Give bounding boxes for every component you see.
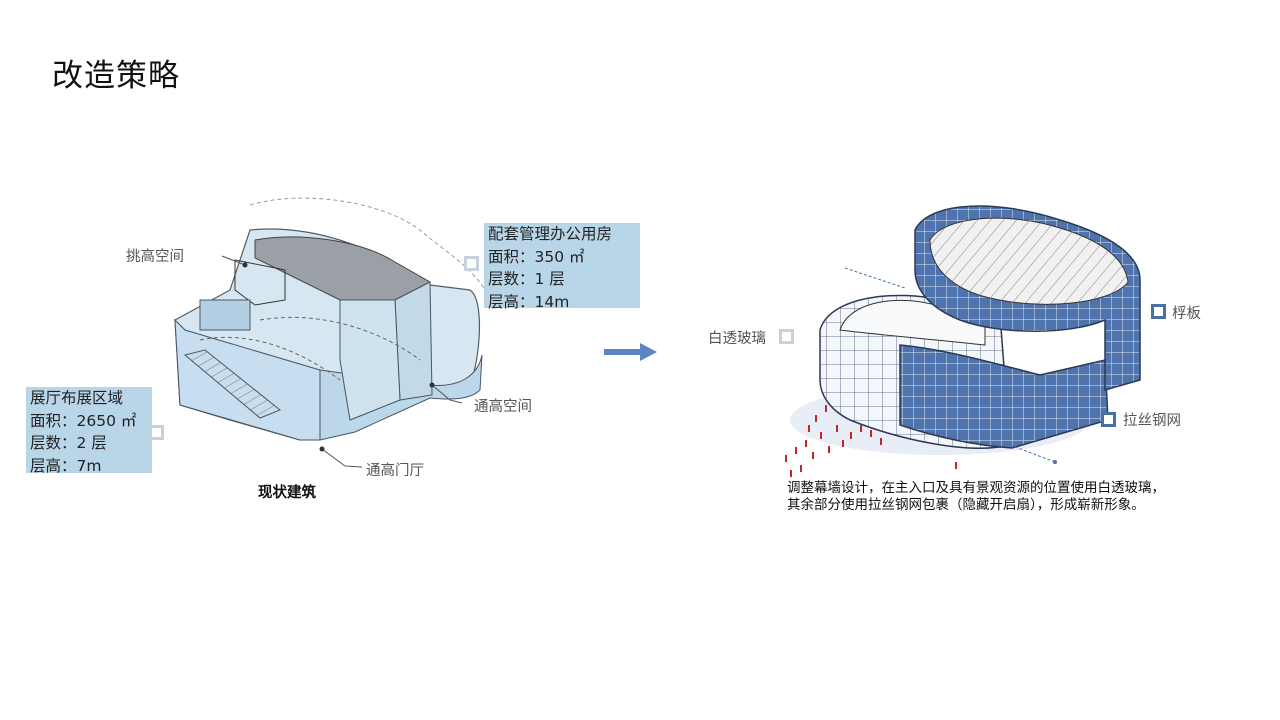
batten-marker-icon — [1151, 304, 1166, 319]
page-title: 改造策略 — [52, 58, 180, 94]
proposal-description-line1: 调整幕墙设计，在主入口及具有景观资源的位置使用白透玻璃， — [787, 480, 1165, 496]
hall-info-box: 展厅布展区域 面积：2650 ㎡ 层数：2 层 层高：7m — [26, 387, 152, 475]
hall-marker-icon — [149, 425, 164, 440]
proposal-description: 调整幕墙设计，在主入口及具有景观资源的位置使用白透玻璃， 其余部分使用拉丝钢网包… — [787, 480, 1217, 514]
office-marker-icon — [464, 256, 479, 271]
office-box-height: 层高：14m — [488, 292, 570, 311]
hall-box-height: 层高：7m — [30, 456, 102, 475]
white-glass-marker-icon — [779, 329, 794, 344]
label-batten: 桴板 — [1172, 306, 1201, 322]
existing-building-caption: 现状建筑 — [258, 485, 316, 501]
proposed-building-drawing — [785, 205, 1141, 477]
hall-box-area: 面积：2650 ㎡ — [30, 411, 137, 430]
existing-building-drawing — [174, 197, 486, 468]
proposal-description-line2: 其余部分使用拉丝钢网包裹（隐藏开启扇），形成崭新形象。 — [787, 497, 1145, 513]
office-box-floors: 层数：1 层 — [488, 270, 565, 288]
hall-box-title: 展厅布展区域 — [30, 389, 124, 407]
hall-box-floors: 层数：2 层 — [30, 434, 107, 452]
label-tong-gao-lobby: 通高门厅 — [366, 463, 424, 479]
office-box-area: 面积：350 ㎡ — [488, 247, 585, 266]
office-box-title: 配套管理办公用房 — [488, 225, 613, 243]
label-tong-gao-space: 通高空间 — [474, 399, 532, 415]
label-steel-mesh: 拉丝钢网 — [1123, 413, 1181, 429]
label-tiao-gao-space: 挑高空间 — [126, 249, 184, 265]
office-info-box: 配套管理办公用房 面积：350 ㎡ 层数：1 层 层高：14m — [484, 223, 640, 311]
label-white-glass: 白透玻璃 — [708, 331, 766, 347]
transform-arrow — [604, 343, 657, 361]
steel-mesh-marker-icon — [1101, 412, 1116, 427]
